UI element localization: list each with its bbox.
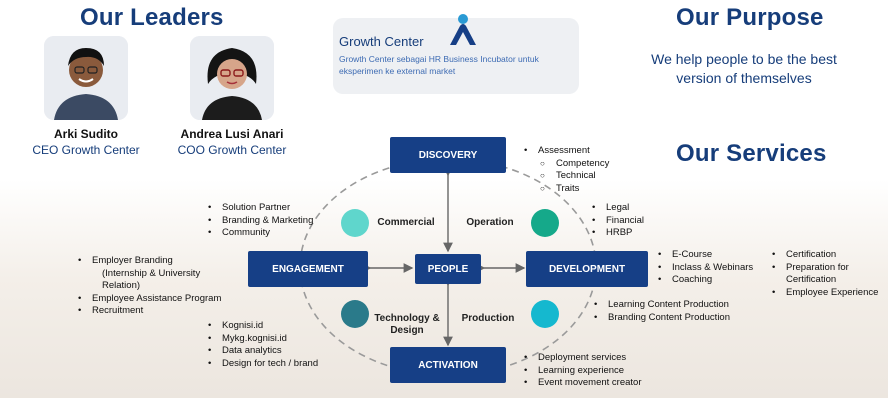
list-item: Event movement creator: [522, 377, 642, 390]
list-item: Employer Branding: [76, 255, 221, 268]
people-box: PEOPLE: [415, 254, 481, 284]
list-item: Certification: [770, 249, 878, 262]
list-item: Branding & Marketing: [206, 215, 313, 228]
list-item: Legal: [590, 202, 644, 215]
list-item: Coaching: [656, 274, 753, 287]
operation-list: Legal Financial HRBP: [590, 202, 644, 240]
activation-box: ACTIVATION: [390, 347, 506, 383]
list-item: Assessment: [522, 145, 609, 158]
list-item: Employee Assistance Program: [76, 293, 221, 306]
purpose-title: Our Purpose: [676, 4, 824, 31]
production-circle: [531, 300, 559, 328]
development-list-2: Certification Preparation for Certificat…: [770, 249, 878, 299]
leader-role-ceo: CEO Growth Center: [32, 143, 140, 157]
list-item: Deployment services: [522, 352, 642, 365]
list-item: Traits: [522, 183, 609, 196]
growth-center-card: Growth Center Growth Center sebagai HR B…: [333, 14, 579, 94]
list-item: Data analytics: [206, 345, 318, 358]
list-item: Technical: [522, 170, 609, 183]
list-item: Mykg.kognisi.id: [206, 333, 318, 346]
growth-center-logo-icon: [450, 14, 476, 45]
leader-name-ceo: Arki Sudito: [53, 127, 118, 141]
commercial-list: Solution Partner Branding & Marketing Co…: [206, 202, 313, 240]
production-label: Production: [461, 313, 515, 324]
list-item: Competency: [522, 158, 609, 171]
leader-photo-ceo: [44, 36, 128, 120]
services-title: Our Services: [676, 140, 827, 167]
leader-photo-coo: [190, 36, 274, 120]
activation-list: Deployment services Learning experience …: [522, 352, 642, 390]
list-item: Financial: [590, 215, 644, 228]
list-item: E-Course: [656, 249, 753, 262]
technology-list: Kognisi.id Mykg.kognisi.id Data analytic…: [206, 320, 318, 370]
list-item: (Internship & University: [102, 267, 201, 279]
list-item: Design for tech / brand: [206, 358, 318, 371]
list-item: Recruitment: [76, 305, 221, 318]
coo-portrait-icon: [190, 36, 274, 120]
list-item: Solution Partner: [206, 202, 313, 215]
commercial-label: Commercial: [377, 217, 435, 228]
list-item: Employee Experience: [770, 287, 878, 300]
list-item: Kognisi.id: [206, 320, 318, 333]
list-item: Learning Content Production: [592, 299, 730, 312]
discovery-box: DISCOVERY: [390, 137, 506, 173]
development-box: DEVELOPMENT: [526, 251, 648, 287]
leader-role-coo: COO Growth Center: [177, 143, 287, 157]
operation-label: Operation: [466, 217, 514, 228]
list-item: Community: [206, 227, 313, 240]
discovery-list: Assessment Competency Technical Traits: [522, 145, 609, 195]
engagement-box: ENGAGEMENT: [248, 251, 368, 287]
list-item: HRBP: [590, 227, 644, 240]
leader-name-coo: Andrea Lusi Anari: [180, 127, 284, 141]
purpose-text: We help people to be the best version of…: [651, 51, 837, 86]
commercial-circle: [341, 209, 369, 237]
production-list: Learning Content Production Branding Con…: [592, 299, 730, 324]
growth-center-title: Growth Center: [339, 34, 424, 49]
list-item: Certification: [786, 274, 837, 285]
list-item: Branding Content Production: [592, 312, 730, 325]
technology-design-label: Technology & Design: [374, 313, 440, 336]
development-list-1: E-Course Inclass & Webinars Coaching: [656, 249, 753, 287]
list-item: Inclass & Webinars: [656, 262, 753, 275]
list-item: Learning experience: [522, 365, 642, 378]
technology-circle: [341, 300, 369, 328]
list-item: Preparation for: [770, 262, 878, 275]
operation-circle: [531, 209, 559, 237]
growth-center-subtitle: Growth Center sebagai HR Business Incuba…: [339, 54, 539, 76]
list-item: Relation): [102, 280, 141, 291]
leaders-title: Our Leaders: [80, 4, 224, 31]
engagement-list: Employer Branding (Internship & Universi…: [76, 255, 221, 318]
ceo-portrait-icon: [44, 36, 128, 120]
